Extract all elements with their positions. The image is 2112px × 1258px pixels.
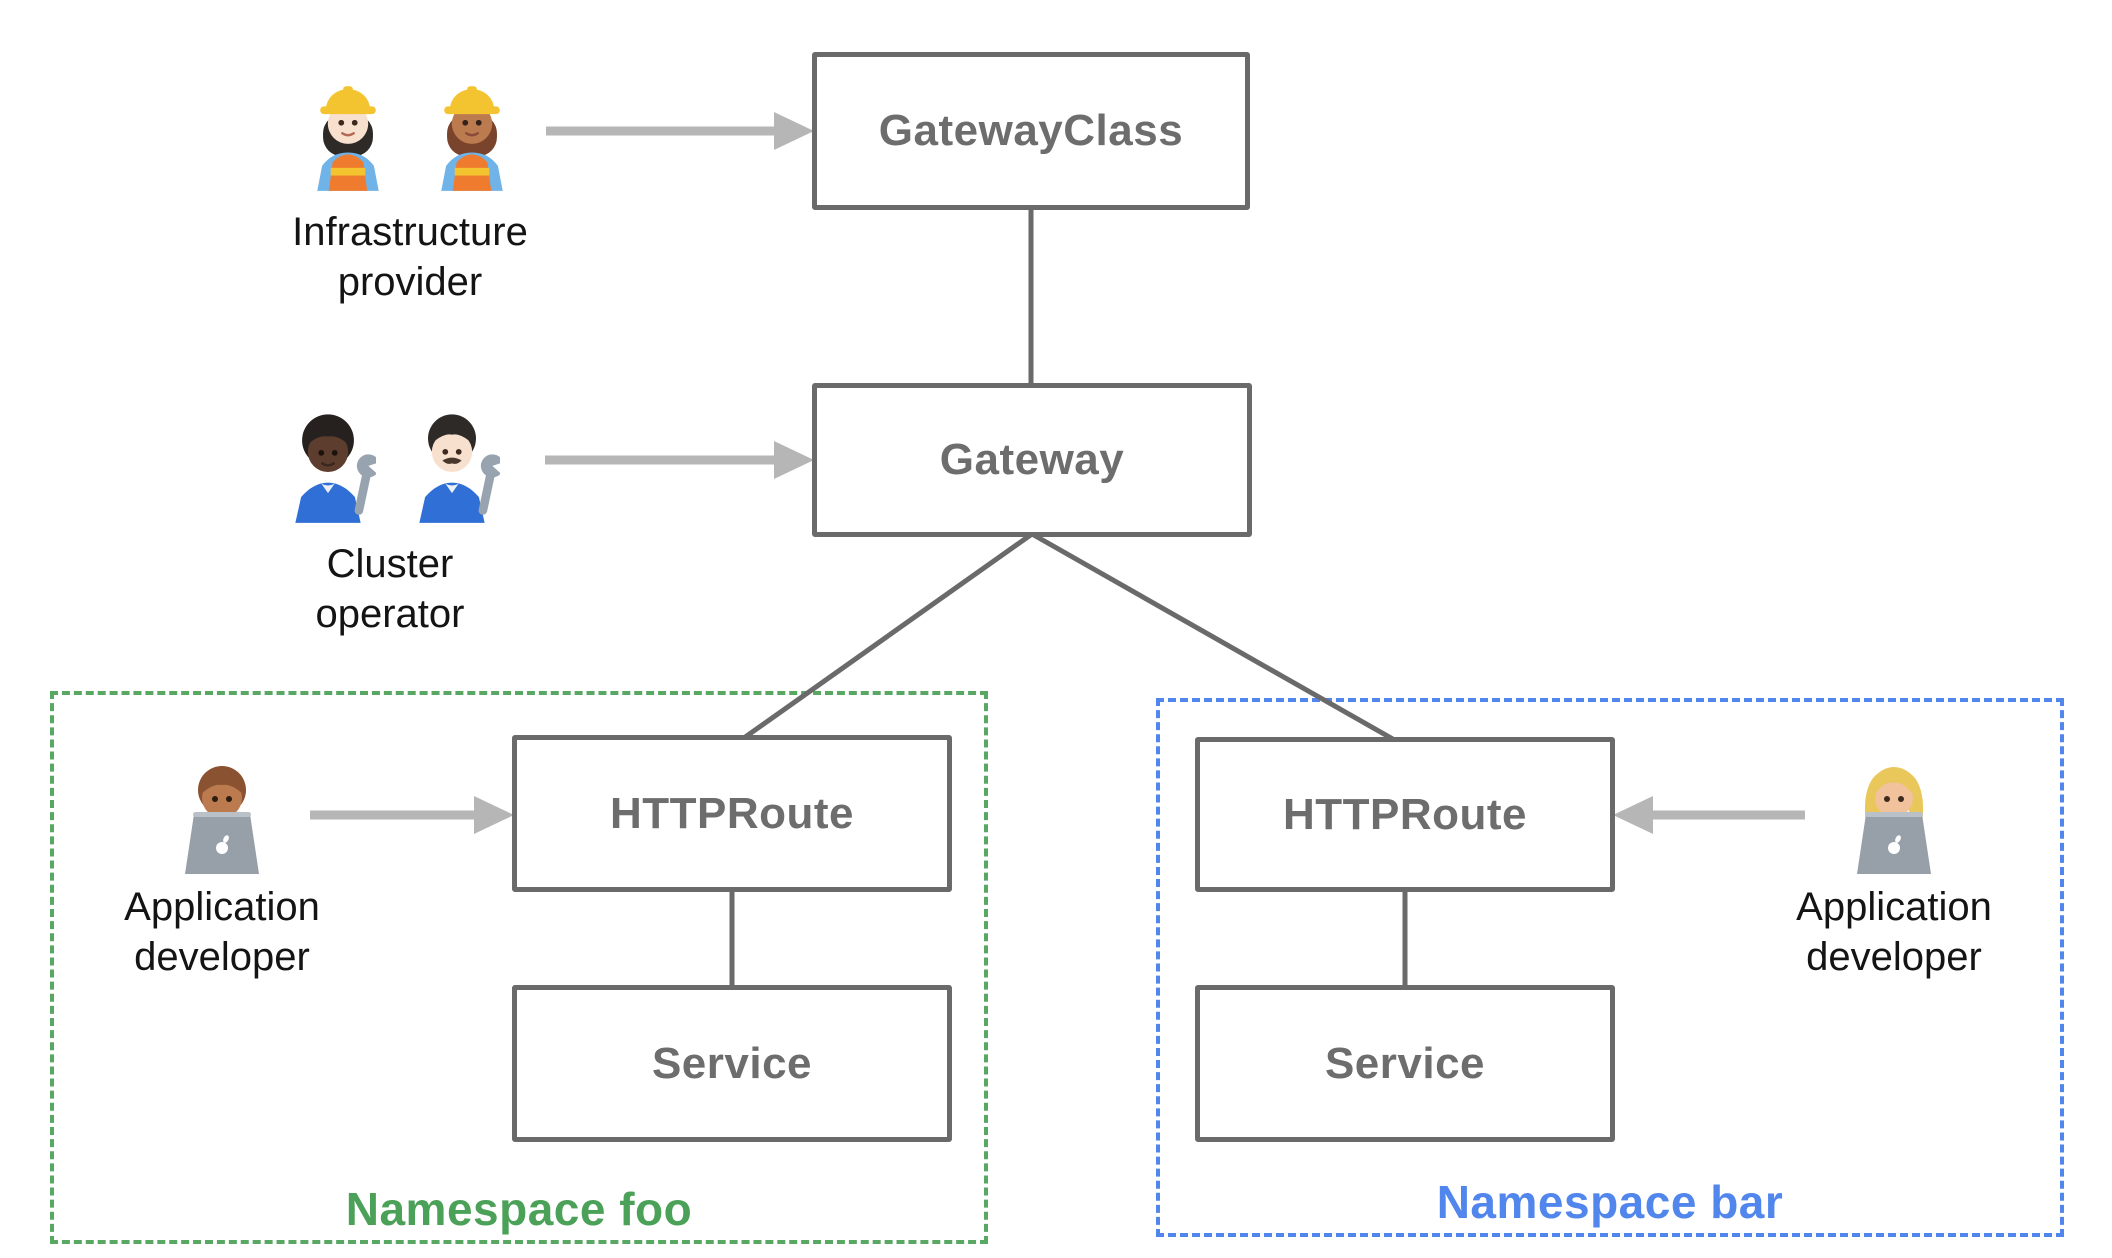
node-service-bar: Service xyxy=(1195,985,1615,1142)
node-gateway: Gateway xyxy=(812,383,1252,537)
namespace-bar-label: Namespace bar xyxy=(1436,1176,1784,1228)
woman-construction-worker-light-icon xyxy=(317,86,379,191)
cluster-operator-label-line1: Cluster xyxy=(326,542,454,586)
persona-arrows xyxy=(310,112,1805,834)
node-service-foo: Service xyxy=(512,985,952,1142)
infrastructure-provider-label-line2: provider xyxy=(337,260,483,304)
mechanic-dark-icon xyxy=(295,414,376,523)
application-developer-bar-icons xyxy=(1844,752,1944,874)
namespace-bar-box: Namespace bar xyxy=(1156,698,2064,1237)
arrowhead-dev-bar xyxy=(1613,796,1653,834)
arrowhead-cluster xyxy=(774,441,814,479)
node-service-foo-label: Service xyxy=(651,1038,813,1088)
namespace-foo-label: Namespace foo xyxy=(345,1183,693,1235)
node-gateway-label: Gateway xyxy=(939,435,1125,484)
arrowhead-infra xyxy=(774,112,814,150)
infrastructure-provider-label-line1: Infrastructure xyxy=(292,210,528,254)
node-service-bar-label: Service xyxy=(1324,1038,1486,1088)
woman-technologist-light-icon xyxy=(1857,767,1931,874)
namespace-foo-box: Namespace foo xyxy=(50,691,988,1244)
infrastructure-provider-label: Infrastructure provider xyxy=(292,207,528,307)
infrastructure-provider-icons xyxy=(300,66,520,191)
node-httproute-bar-label: HTTPRoute xyxy=(1282,789,1528,839)
node-httproute-foo-label: HTTPRoute xyxy=(609,788,855,838)
application-developer-bar-label-line2: developer xyxy=(1806,935,1982,979)
woman-construction-worker-medium-icon xyxy=(441,86,503,191)
application-developer-foo-label-line2: developer xyxy=(134,935,310,979)
application-developer-foo-label: Application developer xyxy=(124,882,320,982)
application-developer-bar-label-line1: Application xyxy=(1796,885,1992,929)
persona-application-developer-foo: Application developer xyxy=(22,752,422,982)
node-gatewayclass-label: GatewayClass xyxy=(878,106,1184,155)
node-httproute-bar: HTTPRoute xyxy=(1195,737,1615,892)
man-technologist-medium-icon xyxy=(185,766,259,874)
arrowhead-dev-foo xyxy=(474,796,514,834)
node-httproute-foo: HTTPRoute xyxy=(512,735,952,892)
edge-gateway-httproute-foo xyxy=(739,531,1034,743)
application-developer-foo-label-line1: Application xyxy=(124,885,320,929)
cluster-operator-icons xyxy=(280,398,500,523)
persona-application-developer-bar: Application developer xyxy=(1694,752,2094,982)
hierarchy-connectors xyxy=(729,210,1408,988)
persona-infrastructure-provider: Infrastructure provider xyxy=(206,66,614,307)
man-mechanic-light-icon xyxy=(419,414,500,523)
edge-gateway-httproute-bar xyxy=(1030,531,1400,745)
cluster-operator-label: Cluster operator xyxy=(316,539,465,639)
node-gatewayclass: GatewayClass xyxy=(812,52,1250,210)
persona-cluster-operator: Cluster operator xyxy=(186,398,594,639)
cluster-operator-label-line2: operator xyxy=(315,592,465,636)
application-developer-bar-label: Application developer xyxy=(1796,882,1992,982)
application-developer-foo-icons xyxy=(172,752,272,874)
